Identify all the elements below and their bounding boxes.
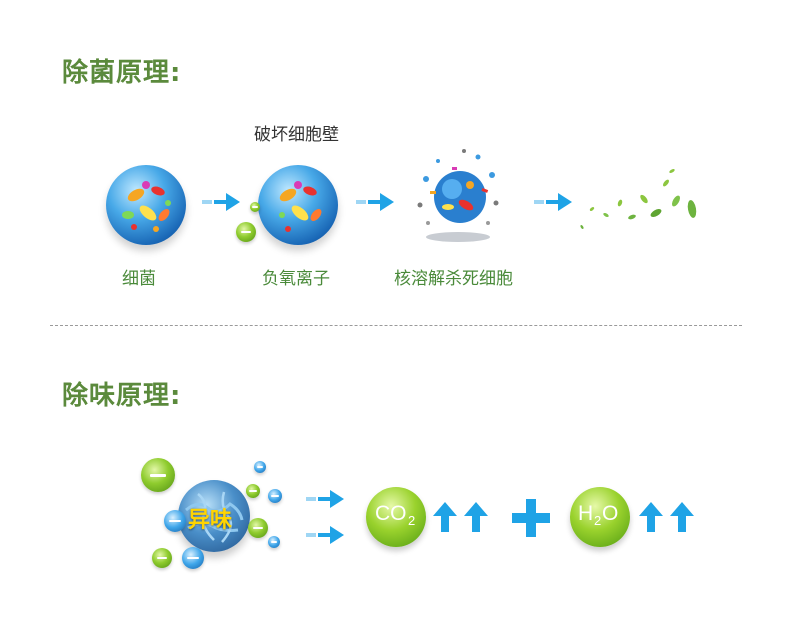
odor-label: 异味 xyxy=(188,508,233,533)
negative-ion-icon xyxy=(141,458,175,492)
deodorization-title: 除味原理: xyxy=(62,381,182,411)
ion-attack-sphere-icon xyxy=(258,165,338,245)
negative-ion-icon xyxy=(164,510,186,532)
h2o-o-label: O xyxy=(602,502,619,525)
step-label-bacteria: 细菌 xyxy=(122,269,156,289)
step-label-nucleus-dissolve: 核溶解杀死细胞 xyxy=(394,269,513,289)
negative-ion-icon xyxy=(246,484,260,498)
plus-icon xyxy=(512,499,550,537)
h2o-subscript: 2 xyxy=(594,513,602,528)
section-divider xyxy=(50,325,742,326)
arrow-right-icon xyxy=(202,193,240,211)
arrow-right-icon xyxy=(356,193,394,211)
negative-ion-icon xyxy=(152,548,172,568)
cell-wall-caption: 破坏细胞壁 xyxy=(254,125,339,145)
negative-ion-icon xyxy=(248,518,268,538)
h2o-h-label: H xyxy=(578,502,594,525)
negative-ion-icon xyxy=(182,547,204,569)
arrow-right-icon xyxy=(306,490,344,508)
negative-ion-icon xyxy=(268,536,280,548)
negative-ion-icon xyxy=(250,202,260,212)
odor-sphere-icon xyxy=(178,480,250,552)
bacteria-sphere-icon xyxy=(106,165,186,245)
negative-ion-icon xyxy=(254,461,266,473)
negative-ion-icon xyxy=(268,489,282,503)
arrow-right-icon xyxy=(306,526,344,544)
negative-ion-icon xyxy=(236,222,256,242)
up-arrow-icon xyxy=(433,502,488,532)
exploding-cell-icon xyxy=(417,149,499,242)
arrow-right-icon xyxy=(534,193,572,211)
up-arrow-icon xyxy=(639,502,694,532)
co2-label: CO xyxy=(375,502,407,525)
h2o-molecule-icon: H 2 O xyxy=(570,487,630,547)
leaf-icon xyxy=(580,169,697,229)
co2-molecule-icon: CO 2 xyxy=(366,487,426,547)
co2-subscript: 2 xyxy=(408,513,416,528)
step-label-negative-ion: 负氧离子 xyxy=(262,269,330,289)
sterilization-title: 除菌原理: xyxy=(62,58,182,88)
